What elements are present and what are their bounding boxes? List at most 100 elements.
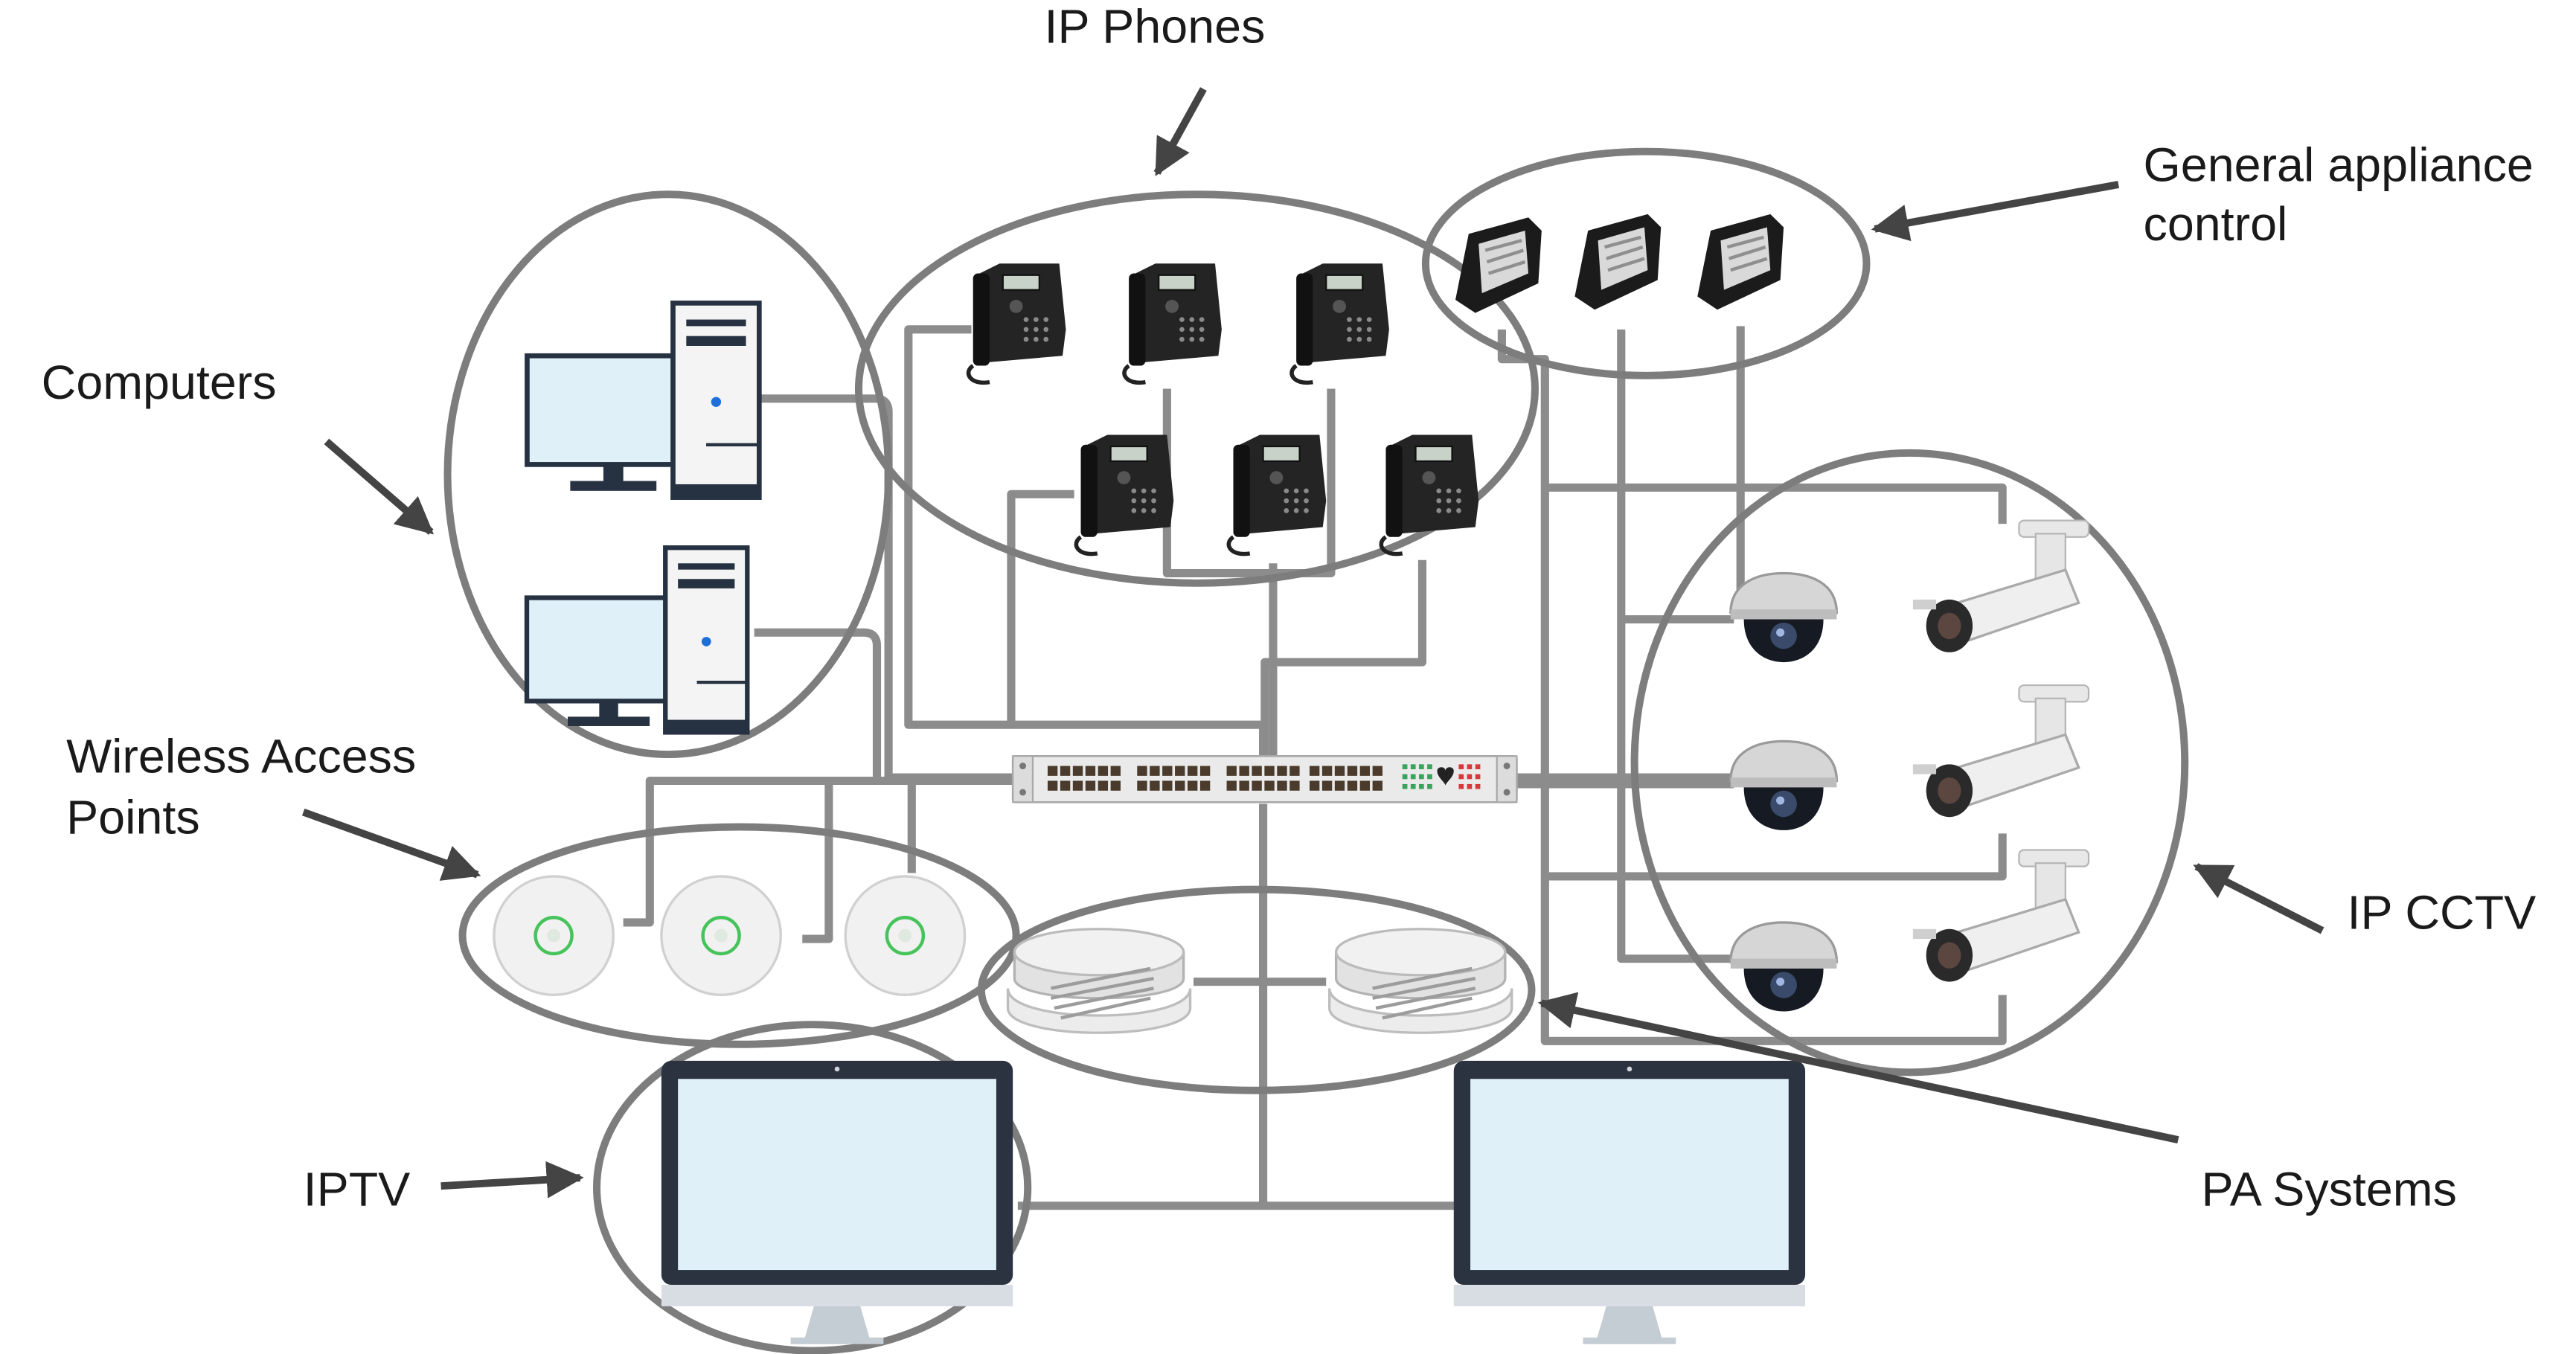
pa-systems-group bbox=[977, 885, 1536, 1094]
switch-port bbox=[1199, 780, 1211, 791]
switch-port bbox=[1110, 780, 1121, 791]
switch-port bbox=[1239, 780, 1249, 791]
switch-port bbox=[1187, 780, 1198, 791]
iptv-group bbox=[593, 1021, 1032, 1354]
switch-port bbox=[1072, 780, 1083, 791]
switch-port bbox=[1252, 780, 1262, 791]
switch-port bbox=[1150, 780, 1160, 791]
iptv-arrow bbox=[440, 1161, 584, 1199]
switch-port bbox=[1277, 780, 1287, 791]
ip-phone-icon bbox=[1228, 435, 1326, 554]
switch-port bbox=[1347, 780, 1358, 791]
switch-port bbox=[1085, 766, 1096, 776]
switch-port bbox=[1359, 780, 1371, 791]
wireless-access-point-icon bbox=[845, 876, 964, 995]
wireless-label-line2: Points bbox=[66, 791, 200, 844]
switch-port bbox=[1277, 766, 1287, 776]
switch-port bbox=[1309, 780, 1320, 791]
switch-port bbox=[1085, 780, 1096, 791]
appliance-controller-icon bbox=[1697, 214, 1784, 309]
pa-systems-arrow bbox=[1537, 992, 2179, 1144]
switch-port bbox=[1072, 766, 1083, 776]
switch-port bbox=[1162, 780, 1173, 791]
switch-port bbox=[1264, 766, 1275, 776]
switch-port bbox=[1264, 780, 1275, 791]
switch-port bbox=[1110, 766, 1121, 776]
switch-port bbox=[1098, 766, 1109, 776]
ip-phone-icon bbox=[1124, 263, 1222, 382]
switch-port bbox=[1175, 780, 1185, 791]
access-points-group bbox=[458, 823, 1020, 1048]
general-appliance-label-line2: control bbox=[2144, 197, 2288, 251]
ip-cctv-label: IP CCTV bbox=[2348, 886, 2537, 940]
iptv-monitor-icon bbox=[1453, 1060, 1806, 1344]
appliance-controller-icon bbox=[1455, 217, 1542, 312]
switch-port bbox=[1098, 780, 1109, 791]
appliance-arrow bbox=[1871, 181, 2120, 242]
computers-label: Computers bbox=[42, 356, 277, 409]
pa-systems-label: PA Systems bbox=[2202, 1163, 2457, 1216]
switch-port bbox=[1199, 766, 1211, 776]
switch-port bbox=[1239, 766, 1249, 776]
switch-port bbox=[1226, 780, 1237, 791]
switch-port bbox=[1137, 780, 1147, 791]
bullet-camera-icon bbox=[1912, 519, 2090, 654]
switch-port bbox=[1309, 766, 1320, 776]
ip-phones bbox=[969, 263, 1479, 554]
computers-arrow bbox=[324, 438, 435, 535]
iptv-monitor-icon bbox=[661, 1060, 1013, 1344]
switch-port bbox=[1252, 766, 1262, 776]
ip-cctv-arrow bbox=[2193, 863, 2325, 934]
switch-port bbox=[1359, 766, 1371, 776]
switch-port bbox=[1137, 766, 1147, 776]
group-outlines bbox=[443, 147, 2189, 1354]
desktop-computer-icon bbox=[527, 303, 759, 497]
switch-port bbox=[1321, 780, 1333, 791]
switch-port bbox=[1226, 766, 1237, 776]
switch-port bbox=[1372, 780, 1382, 791]
ip-phone-icon bbox=[1381, 435, 1478, 554]
ip-phone-icon bbox=[969, 263, 1066, 382]
ip-phone-icon bbox=[1292, 263, 1389, 382]
switch-port bbox=[1372, 766, 1382, 776]
appliance-group bbox=[1421, 147, 1871, 379]
cameras bbox=[1729, 519, 2090, 1013]
switch-port bbox=[1150, 766, 1160, 776]
switch-port bbox=[1187, 766, 1198, 776]
ceiling-speaker-icon bbox=[1008, 929, 1191, 1033]
switch-port bbox=[1060, 766, 1071, 776]
switch-port bbox=[1175, 766, 1185, 776]
switch-port bbox=[1347, 766, 1358, 776]
dome-camera-icon bbox=[1729, 921, 1839, 1013]
appliances bbox=[1455, 214, 1784, 313]
bullet-camera-icon bbox=[1912, 684, 2090, 818]
wireless-access-point-icon bbox=[661, 876, 781, 995]
general-appliance-label-line1: General appliance bbox=[2144, 138, 2534, 192]
ip-phones-group bbox=[854, 190, 1539, 587]
switch-port bbox=[1289, 780, 1300, 791]
ip-cctv-group bbox=[1630, 449, 2189, 1077]
ceiling-speaker-icon bbox=[1330, 929, 1512, 1033]
ip-phones-arrow bbox=[1153, 87, 1207, 176]
computers bbox=[527, 303, 759, 732]
dome-camera-icon bbox=[1729, 571, 1839, 664]
iptv-label: IPTV bbox=[304, 1163, 411, 1216]
dome-camera-icon bbox=[1729, 739, 1839, 832]
appliance-controller-icon bbox=[1574, 214, 1661, 309]
ip-phones-label: IP Phones bbox=[1045, 0, 1266, 54]
ip-phone-icon bbox=[1076, 435, 1173, 554]
switch-port bbox=[1047, 780, 1058, 791]
labels: IP Phones General appliance control Comp… bbox=[42, 0, 2537, 1216]
wireless-label-line1: Wireless Access bbox=[66, 730, 416, 783]
switch-port bbox=[1060, 780, 1071, 791]
switch-port bbox=[1162, 766, 1173, 776]
network-switch-icon bbox=[1011, 754, 1518, 803]
network-wiring bbox=[623, 325, 2007, 1210]
switch-port bbox=[1334, 766, 1345, 776]
callout-arrows bbox=[301, 87, 2325, 1199]
access-points-arrow bbox=[301, 808, 481, 881]
switch-port bbox=[1334, 780, 1345, 791]
switch-port bbox=[1289, 766, 1300, 776]
switch-port bbox=[1047, 766, 1058, 776]
